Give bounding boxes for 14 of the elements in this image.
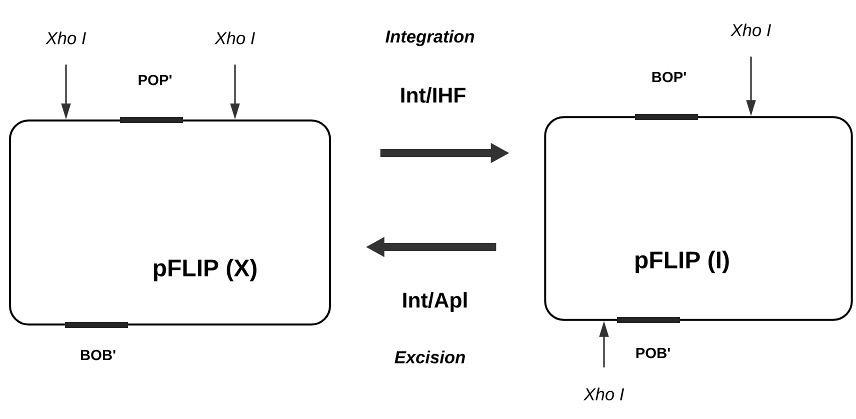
enzyme-label: Int/IHF xyxy=(401,87,466,103)
site-label: BOB' xyxy=(80,350,116,360)
plasmid-box: pFLIP (I) xyxy=(544,114,853,323)
enzyme-label: Int/Apl xyxy=(403,292,467,312)
enzyme-site-label: Xho I xyxy=(45,32,86,44)
site-label: POP' xyxy=(138,74,172,86)
process-label: Integration xyxy=(386,30,474,46)
plasmid-box: pFLIP (X) xyxy=(9,117,331,328)
process-label: Excision xyxy=(394,350,465,364)
enzyme-site-label: Xho I xyxy=(214,32,256,44)
enzyme-site-label: Xho I xyxy=(583,388,624,400)
enzyme-site-label: Xho I xyxy=(730,24,772,36)
site-label: BOP' xyxy=(652,72,686,82)
site-label: POB' xyxy=(636,348,670,358)
